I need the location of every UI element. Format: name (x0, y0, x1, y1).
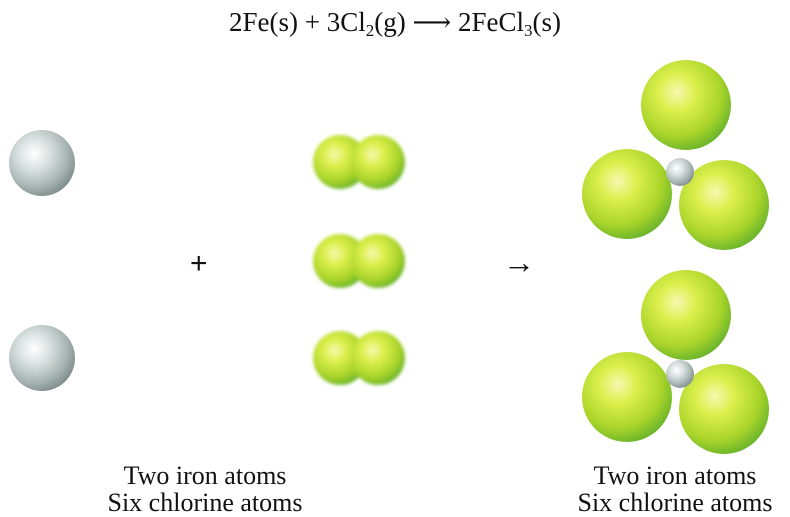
products-caption-line-2: Six chlorine atoms (577, 488, 773, 517)
equation-arrow: ⟶ (412, 7, 452, 37)
products-caption-line-1: Two iron atoms (593, 461, 757, 490)
fe-state: (s) (269, 7, 299, 37)
reactant-iron-atom-2 (9, 325, 75, 391)
reactants-caption-line-1: Two iron atoms (123, 461, 287, 490)
reaction-equation: 2Fe(s) + 3Cl2(g) ⟶ 2FeCl3(s) (0, 2, 790, 42)
cl-formula: Cl (340, 7, 366, 37)
reactants-caption: Two iron atoms Six chlorine atoms (90, 462, 320, 516)
cl-coefficient: 3 (326, 7, 341, 37)
fe-coefficient: 2 (229, 7, 243, 37)
chlorine-molecule-2 (313, 234, 405, 288)
product-coefficient: 2 (457, 7, 472, 37)
fe-formula: Fe (242, 7, 270, 37)
cl-subscript: 2 (365, 21, 375, 40)
plus-sign: + (190, 247, 208, 280)
reactants-caption-line-2: Six chlorine atoms (107, 488, 303, 517)
product-subscript: 3 (523, 21, 533, 40)
fecl3-unit-2 (582, 270, 769, 454)
reactant-iron-atom-1 (9, 130, 75, 196)
chlorine-molecule-1 (313, 135, 405, 189)
fecl3-unit-1 (582, 60, 769, 250)
equation-plus: + (304, 7, 320, 37)
product-state: (s) (532, 7, 561, 37)
cl-state: (g) (374, 7, 406, 37)
product-formula: FeCl (471, 7, 524, 37)
chlorine-molecule-3 (313, 331, 405, 385)
reaction-arrow: → (503, 244, 535, 280)
products-caption: Two iron atoms Six chlorine atoms (560, 462, 790, 516)
